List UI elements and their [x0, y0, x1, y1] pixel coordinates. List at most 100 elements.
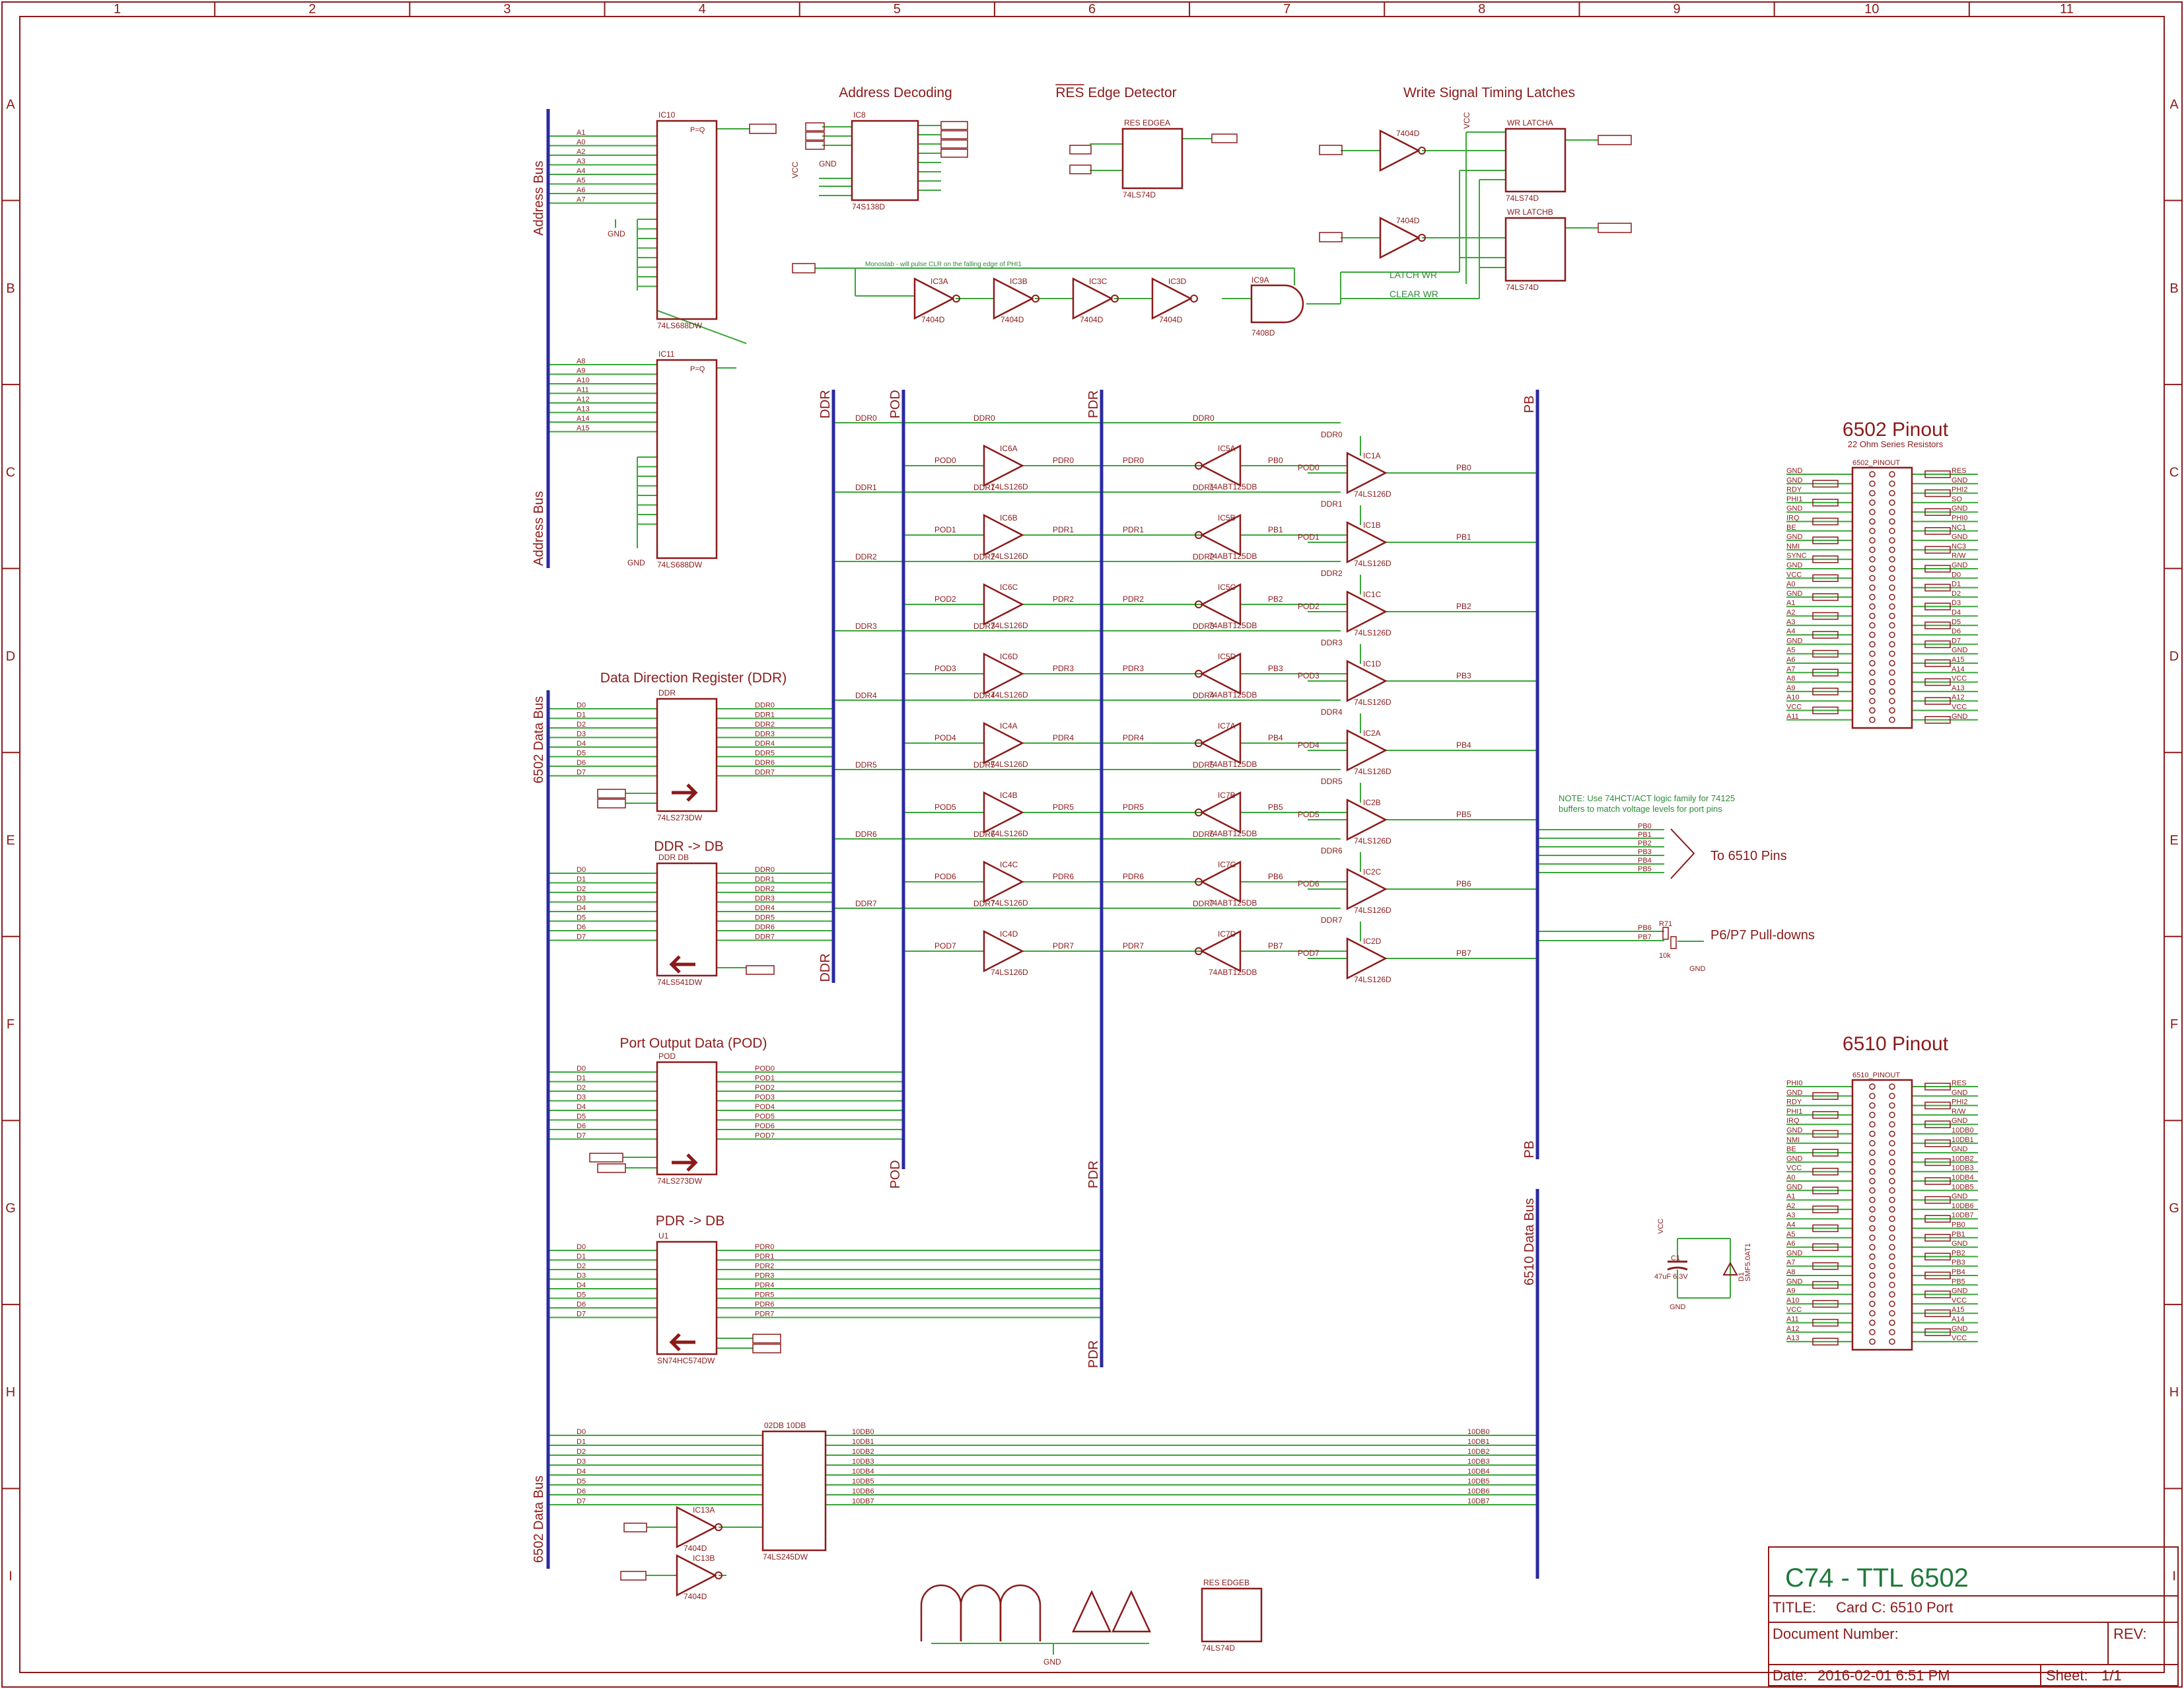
- series-resistor: [1924, 1083, 1951, 1091]
- series-resistor: [1812, 536, 1839, 544]
- pinout-right-label: PHI0: [1952, 515, 1967, 522]
- pinout-right-label: PHI2: [1952, 486, 1967, 494]
- connector-pin: [1869, 603, 1876, 610]
- buf126-a-name: IC6C: [1000, 583, 1018, 592]
- connector-pin: [1889, 556, 1895, 563]
- pinout_6502-connector: [1851, 466, 1913, 729]
- ddr-d-label: D2: [577, 721, 586, 729]
- ic10-value: 74LS688DW: [657, 321, 703, 330]
- series-resistor: [1812, 1149, 1839, 1157]
- tvs-diode: [1722, 1261, 1738, 1276]
- row-ref-left: C: [6, 465, 15, 480]
- addr-hi-label: A14: [577, 415, 590, 423]
- pinout-left-label: GND: [1786, 533, 1803, 541]
- connector-pin: [1869, 575, 1876, 582]
- column-ref-top: 2: [308, 2, 316, 17]
- pinout-right-label: NC3: [1952, 542, 1966, 550]
- buf126-a-name: IC6A: [1000, 444, 1018, 453]
- db10-value: 74LS245DW: [763, 1552, 808, 1562]
- res-edge-suffix: Edge Detector: [1084, 85, 1177, 100]
- ddrdb-a-label: DDR1: [755, 876, 775, 884]
- u1-q-label: PDR0: [755, 1243, 774, 1251]
- pinout-right-label: A14: [1952, 1316, 1965, 1324]
- ic11-value: 74LS688DW: [657, 560, 703, 569]
- ic13a-name: IC13A: [693, 1505, 715, 1515]
- connector-pin: [1889, 612, 1895, 620]
- series-resistor: [1812, 1318, 1839, 1327]
- connector-pin: [1889, 669, 1895, 676]
- pod-d-label: D3: [577, 1094, 586, 1102]
- ddrdb-d-label: D7: [577, 933, 586, 941]
- connector-pin: [1869, 1329, 1876, 1336]
- ddr-row-label: DDR3: [855, 622, 877, 631]
- series-resistor: [1812, 1130, 1839, 1138]
- pinout-left-label: A11: [1786, 713, 1799, 721]
- series-resistor: [1924, 1234, 1951, 1242]
- pinout-left-label: A0: [1786, 1174, 1795, 1182]
- addr-hi-label: A15: [577, 425, 590, 433]
- connector-pin: [1889, 584, 1895, 591]
- wr-out-b-port: [1598, 223, 1632, 233]
- pinout-left-label: PHI1: [1786, 1108, 1802, 1116]
- buf125-b-triangle: [1200, 444, 1242, 487]
- buf125-b-bubble: [1195, 947, 1203, 955]
- series-resistor: [1924, 1215, 1951, 1223]
- pinout-right-label: D7: [1952, 637, 1961, 645]
- column-ref-top: 1: [114, 2, 121, 17]
- pin-out-label: PB1: [1638, 831, 1652, 839]
- res-overline: RES: [1055, 85, 1084, 100]
- u1-d-label: D7: [577, 1311, 586, 1318]
- pinout-right-label: SO: [1952, 495, 1962, 503]
- pinout-right-label: 10DB2: [1952, 1155, 1974, 1163]
- addr-lo-label: A6: [577, 186, 585, 194]
- buf125-b-value: 74ABT125DB: [1209, 552, 1257, 561]
- ic3-inverter-triangle: [993, 277, 1034, 320]
- u1-name: U1: [658, 1231, 669, 1240]
- pinout-right-label: 10DB4: [1952, 1174, 1974, 1182]
- ddr-oe-label: DDR0: [1321, 430, 1343, 439]
- section-labels: Address Decoding RES Edge Detector Write…: [532, 85, 1949, 1563]
- pdr-bus-label: PDR: [1086, 390, 1101, 418]
- row-ref-left: H: [6, 1385, 15, 1400]
- ddrdb-d-label: D1: [577, 876, 586, 884]
- ic3-inverter-bubble: [952, 295, 960, 303]
- pinout-left-label: GND: [1786, 476, 1803, 484]
- db10-label-2: 10DB0: [1467, 1428, 1490, 1436]
- cap-name: C1: [1671, 1254, 1680, 1262]
- pinout-right-label: GND: [1952, 647, 1968, 655]
- connector-pin: [1869, 1140, 1876, 1147]
- pdr-bus-label-3: PDR: [1086, 1340, 1101, 1368]
- pinout-right-label: PB1: [1952, 1231, 1965, 1239]
- buf126-c-triangle: [1346, 937, 1388, 980]
- pinout-right-label: GND: [1952, 1193, 1968, 1201]
- pinout-left-label: A2: [1786, 609, 1795, 617]
- buf125-b-value: 74ABT125DB: [1209, 760, 1257, 769]
- spare-gnd-label: GND: [1043, 1657, 1061, 1667]
- pod-row-label: POD7: [934, 941, 956, 951]
- ddr-d-label: D1: [577, 711, 586, 719]
- ic10-gnd-label: GND: [608, 229, 625, 238]
- ic3-inverter-value: 7404D: [1080, 315, 1104, 324]
- pod-row-label-2: POD1: [1298, 532, 1320, 542]
- pinout-left-label: GND: [1786, 561, 1803, 569]
- buf125-b-name: IC5A: [1218, 444, 1236, 453]
- pinout-right-label: GND: [1952, 1117, 1968, 1125]
- label-monostab: Monostab - will pulse CLR on the falling…: [865, 261, 1022, 268]
- row-ref-left: B: [6, 281, 15, 296]
- connector-pin: [1869, 1338, 1876, 1345]
- pinout-left-label: A5: [1786, 647, 1795, 655]
- ddrdb-d-label: D5: [577, 914, 586, 922]
- connector-pin: [1889, 1168, 1895, 1175]
- ddr-row-label-3: DDR0: [1193, 413, 1215, 423]
- column-ref-top: 9: [1673, 2, 1680, 17]
- buf125-b-triangle: [1200, 791, 1242, 834]
- addr-hi-label: A9: [577, 367, 585, 375]
- u1-d-label: D6: [577, 1301, 586, 1309]
- connector-pin: [1889, 698, 1895, 704]
- connector-pin: [1889, 537, 1895, 544]
- connector-pin: [1869, 1168, 1876, 1175]
- ic3-inverter-name: IC3D: [1168, 277, 1187, 286]
- series-resistor: [1812, 1243, 1839, 1251]
- buf126-c-name: IC1A: [1363, 451, 1381, 460]
- connector-pin: [1869, 678, 1876, 686]
